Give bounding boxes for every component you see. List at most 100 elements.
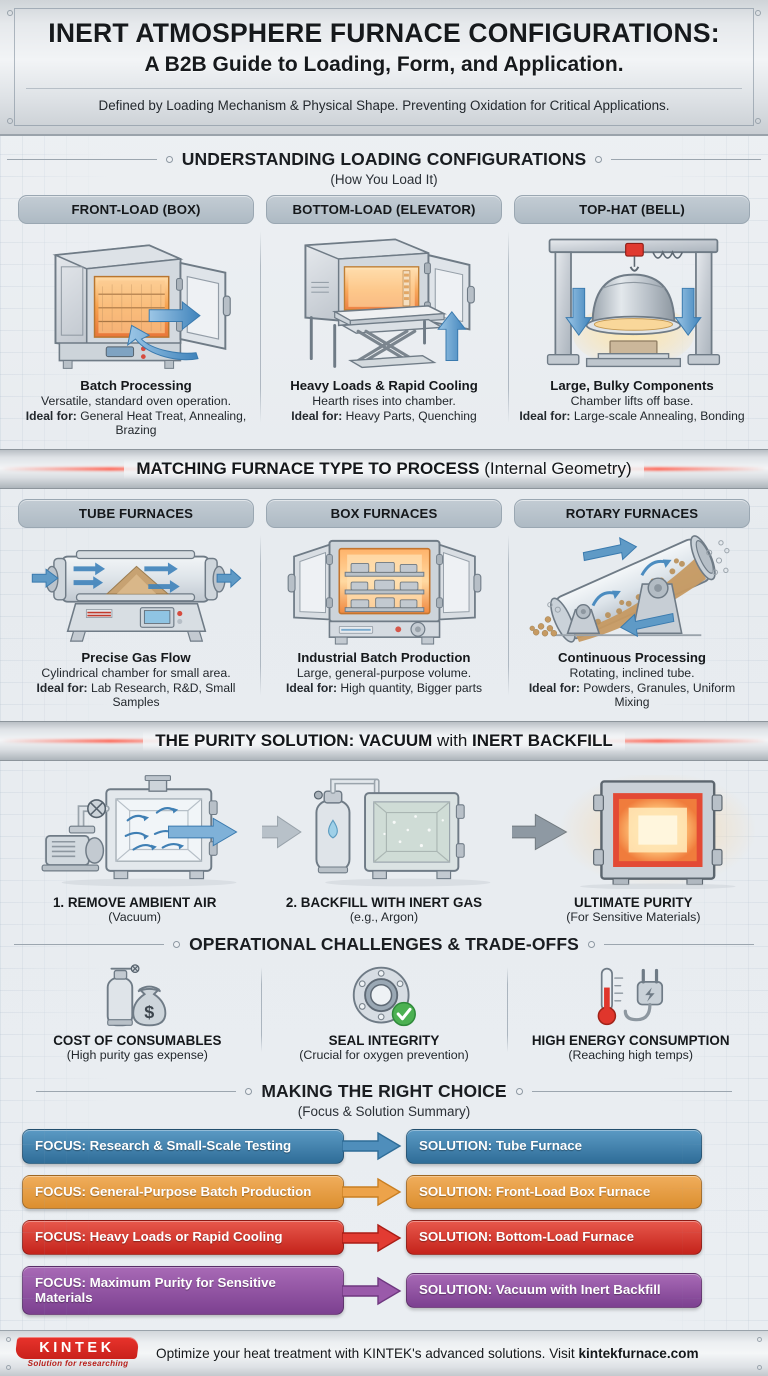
solution-box[interactable]: SOLUTION: Tube Furnace	[406, 1129, 702, 1164]
card-box-furnace: BOX FURNACES	[260, 499, 508, 709]
corner-dot-icon	[757, 1337, 762, 1342]
section-title-choice: MAKING THE RIGHT CHOICE	[261, 1081, 507, 1101]
section-heading-loading: UNDERSTANDING LOADING CONFIGURATIONS (Ho…	[0, 136, 768, 189]
matching-heading-bold: MATCHING FURNACE TYPE TO PROCESS	[136, 459, 480, 478]
illustration-rotary-furnace	[514, 530, 750, 648]
focus-box[interactable]: FOCUS: Maximum Purity for Sensitive Mate…	[22, 1265, 344, 1316]
illustration-top-hat-bell-furnace	[514, 226, 750, 376]
card-desc: Versatile, standard oven operation.	[40, 394, 232, 408]
card-title: Large, Bulky Components	[550, 378, 714, 393]
heading-knob-icon	[515, 1088, 523, 1095]
challenge-desc: (High purity gas expense)	[66, 1048, 208, 1062]
card-ideal-value: High quantity, Bigger parts	[340, 681, 483, 695]
card-ideal-value: Large-scale Annealing, Bonding	[573, 409, 745, 423]
flow-step-sub: (Vacuum)	[108, 910, 162, 924]
card-pill-bottom-load: BOTTOM-LOAD (ELEVATOR)	[266, 195, 502, 224]
choice-arrow-icon	[342, 1177, 402, 1207]
card-title: Heavy Loads & Rapid Cooling	[290, 378, 478, 393]
heading-knob-icon	[587, 941, 595, 948]
challenge-title: SEAL INTEGRITY	[328, 1033, 440, 1048]
illustration-argon-cylinder-chamber	[259, 773, 508, 891]
footer-bar: KINTEK Solution for researching Optimize…	[0, 1330, 768, 1376]
card-caption-box: Industrial Batch Production Large, gener…	[266, 650, 502, 695]
solution-box[interactable]: SOLUTION: Front-Load Box Furnace	[406, 1174, 702, 1210]
card-ideal-label: Ideal for:	[519, 409, 571, 423]
focus-box[interactable]: FOCUS: Research & Small-Scale Testing	[22, 1129, 344, 1164]
card-desc: Large, general-purpose volume.	[296, 666, 472, 680]
flow-step-label: ULTIMATE PURITY	[574, 895, 693, 910]
choice-row: FOCUS: Maximum Purity for Sensitive Mate…	[22, 1265, 746, 1316]
challenge-desc: (Reaching high temps)	[568, 1048, 693, 1062]
choice-arrow-icon	[342, 1223, 402, 1252]
choice-arrow-icon	[342, 1132, 402, 1161]
card-ideal-value: Heavy Parts, Quenching	[345, 409, 477, 423]
card-ideal-label: Ideal for:	[291, 409, 343, 423]
challenge-title: HIGH ENERGY CONSUMPTION	[531, 1033, 730, 1048]
heading-rule-right	[531, 1091, 732, 1092]
card-caption-front-load: Batch Processing Versatile, standard ove…	[18, 378, 254, 437]
illustration-vacuum-pump-chamber	[10, 773, 259, 891]
page-subtitle: A B2B Guide to Loading, Form, and Applic…	[144, 52, 624, 76]
choice-arrow-icon	[342, 1276, 402, 1305]
card-caption-top-hat: Large, Bulky Components Chamber lifts of…	[514, 378, 750, 423]
gas-cylinder-money-bag-icon: $	[22, 961, 253, 1033]
challenge-desc: (Crucial for oxygen prevention)	[299, 1048, 469, 1062]
loading-cards-row: FRONT-LOAD (BOX)	[0, 189, 768, 441]
kintek-logo[interactable]: KINTEK Solution for researching	[14, 1336, 142, 1371]
focus-box[interactable]: FOCUS: Heavy Loads or Rapid Cooling	[22, 1220, 344, 1255]
section-band-matching: MATCHING FURNACE TYPE TO PROCESS (Intern…	[0, 449, 768, 489]
header-banner: INERT ATMOSPHERE FURNACE CONFIGURATIONS:…	[0, 0, 768, 136]
card-ideal: Ideal for: Large-scale Annealing, Bondin…	[514, 409, 750, 423]
purity-heading-part2: INERT BACKFILL	[472, 731, 613, 750]
footer-website[interactable]: kintekfurnace.com	[578, 1346, 699, 1361]
focus-box[interactable]: FOCUS: General-Purpose Batch Production	[22, 1174, 344, 1210]
solution-box[interactable]: SOLUTION: Bottom-Load Furnace	[406, 1220, 702, 1255]
challenge-cost: $ COST OF CONSUMABLES (High purity gas e…	[14, 961, 261, 1062]
solution-box[interactable]: SOLUTION: Vacuum with Inert Backfill	[406, 1273, 702, 1308]
choice-row: FOCUS: Heavy Loads or Rapid Cooling SOLU…	[22, 1220, 746, 1255]
corner-dot-icon	[6, 1365, 11, 1370]
illustration-bottom-load-elevator-furnace	[266, 226, 502, 376]
flow-step-sub: (e.g., Argon)	[349, 910, 419, 924]
flow-step-ultimate-purity: ULTIMATE PURITY (For Sensitive Materials…	[509, 773, 758, 924]
challenge-title: COST OF CONSUMABLES	[53, 1033, 222, 1048]
heading-rule-left	[36, 1091, 237, 1092]
card-pill-tube: TUBE FURNACES	[18, 499, 254, 528]
card-ideal-value: Powders, Granules, Uniform Mixing	[583, 681, 736, 709]
card-caption-rotary: Continuous Processing Rotating, inclined…	[514, 650, 750, 709]
card-ideal: Ideal for: General Heat Treat, Annealing…	[18, 409, 254, 437]
flow-step-label: 1. REMOVE AMBIENT AIR	[52, 895, 217, 910]
section-subtitle-loading: (How You Load It)	[330, 172, 438, 187]
heading-rule-left	[14, 944, 165, 945]
card-caption-bottom-load: Heavy Loads & Rapid Cooling Hearth rises…	[266, 378, 502, 423]
flow-step-sub: (For Sensitive Materials)	[566, 910, 701, 924]
choice-rows: FOCUS: Research & Small-Scale Testing SO…	[0, 1121, 768, 1321]
band-glow-left	[0, 739, 200, 743]
page-tagline: Defined by Loading Mechanism & Physical …	[26, 87, 742, 113]
section-title-matching: MATCHING FURNACE TYPE TO PROCESS (Intern…	[124, 459, 644, 479]
flow-step-remove-air: 1. REMOVE AMBIENT AIR (Vacuum)	[10, 773, 259, 924]
section-band-purity: THE PURITY SOLUTION: VACUUM with INERT B…	[0, 721, 768, 761]
card-ideal: Ideal for: Lab Research, R&D, Small Samp…	[18, 681, 254, 709]
illustration-tube-furnace	[18, 530, 254, 648]
challenge-seal: SEAL INTEGRITY (Crucial for oxygen preve…	[260, 961, 508, 1062]
section-heading-choice: MAKING THE RIGHT CHOICE (Focus & Solutio…	[0, 1068, 768, 1121]
corner-dot-icon	[7, 10, 13, 16]
card-pill-rotary: ROTARY FURNACES	[514, 499, 750, 528]
heading-knob-icon	[173, 941, 181, 948]
section-title-purity: THE PURITY SOLUTION: VACUUM with INERT B…	[143, 731, 625, 751]
choice-row: FOCUS: General-Purpose Batch Production …	[22, 1174, 746, 1210]
card-ideal-value: Lab Research, R&D, Small Samples	[90, 681, 236, 709]
thermometer-plug-icon	[515, 961, 746, 1033]
card-title: Industrial Batch Production	[297, 650, 471, 665]
card-title: Batch Processing	[80, 378, 192, 393]
heading-knob-icon	[165, 156, 173, 163]
corner-dot-icon	[755, 10, 761, 16]
card-pill-box: BOX FURNACES	[266, 499, 502, 528]
card-ideal-label: Ideal for:	[36, 681, 88, 695]
flow-step-backfill: 2. BACKFILL WITH INERT GAS (e.g., Argon)	[259, 773, 508, 924]
band-glow-left	[0, 467, 200, 471]
card-tube-furnace: TUBE FURNACES	[12, 499, 260, 709]
svg-text:$: $	[145, 1002, 155, 1022]
